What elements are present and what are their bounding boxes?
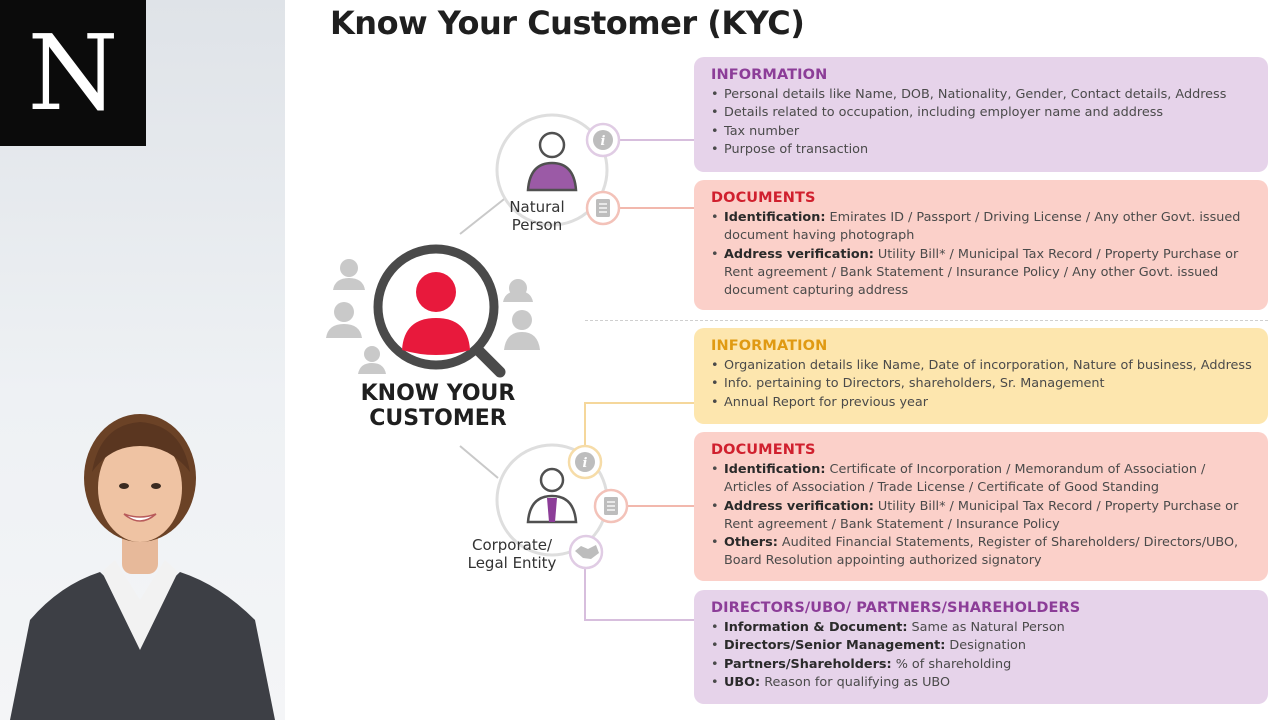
list-item: Identification: Certificate of Incorpora… xyxy=(711,461,1252,498)
directors-ubo-box: DIRECTORS/UBO/ PARTNERS/SHAREHOLDERS Inf… xyxy=(694,590,1268,704)
box-title: DOCUMENTS xyxy=(711,442,816,458)
people-group-icon xyxy=(326,259,540,374)
svg-text:i: i xyxy=(601,134,606,149)
corporate-documents-box: DOCUMENTS Identification: Certificate of… xyxy=(694,432,1268,581)
corporate-entity-label: Corporate/ Legal Entity xyxy=(467,536,557,572)
natural-person-node: i xyxy=(495,113,621,227)
kyc-center xyxy=(326,244,540,378)
business-person-icon xyxy=(526,467,578,524)
list-item: Directors/Senior Management: Designation xyxy=(711,637,1252,656)
natural-person-label: Natural Person xyxy=(509,198,565,234)
list-item: Address verification: Utility Bill* / Mu… xyxy=(711,498,1252,535)
section-divider xyxy=(585,320,1268,321)
svg-text:i: i xyxy=(583,456,588,471)
list-item: Purpose of transaction xyxy=(711,141,1252,160)
box-title: DOCUMENTS xyxy=(711,190,816,206)
info-icon xyxy=(593,130,613,150)
info-icon xyxy=(575,452,595,472)
box-title: INFORMATION xyxy=(711,67,828,83)
list-item: UBO: Reason for qualifying as UBO xyxy=(711,674,1252,693)
list-item: Organization details like Name, Date of … xyxy=(711,357,1252,376)
box-title: INFORMATION xyxy=(711,338,828,354)
list-item: Details related to occupation, including… xyxy=(711,104,1252,123)
brand-logo: N xyxy=(0,0,146,146)
list-item: Information & Document: Same as Natural … xyxy=(711,619,1252,638)
customer-icon xyxy=(416,272,456,312)
page-title: Know Your Customer (KYC) xyxy=(330,4,805,42)
presenter-panel: N xyxy=(0,0,285,720)
corporate-information-box: INFORMATION Organization details like Na… xyxy=(694,328,1268,424)
handshake-icon xyxy=(575,545,599,559)
box-title: DIRECTORS/UBO/ PARTNERS/SHAREHOLDERS xyxy=(711,600,1081,616)
list-item: Personal details like Name, DOB, Nationa… xyxy=(711,86,1252,105)
list-item: Partners/Shareholders: % of shareholding xyxy=(711,656,1252,675)
kyc-diagram: i i xyxy=(326,113,694,621)
list-item: Info. pertaining to Directors, sharehold… xyxy=(711,375,1252,394)
connector-lines xyxy=(459,195,509,479)
list-item: Tax number xyxy=(711,123,1252,142)
list-item: Address verification: Utility Bill* / Mu… xyxy=(711,246,1252,301)
person-icon xyxy=(526,131,578,192)
natural-documents-box: DOCUMENTS Identification: Emirates ID / … xyxy=(694,180,1268,310)
list-item: Annual Report for previous year xyxy=(711,394,1252,413)
kyc-center-label: KNOW YOUR CUSTOMER xyxy=(360,381,516,431)
presenter-figure xyxy=(10,414,275,720)
list-item: Identification: Emirates ID / Passport /… xyxy=(711,209,1252,246)
corporate-node: i xyxy=(495,443,629,570)
list-item: Others: Audited Financial Statements, Re… xyxy=(711,534,1252,571)
natural-information-box: INFORMATION Personal details like Name, … xyxy=(694,57,1268,172)
